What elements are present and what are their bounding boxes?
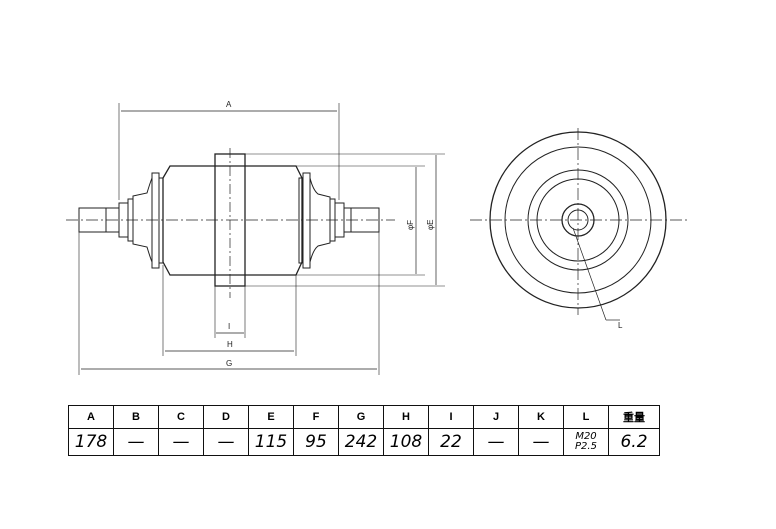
roller-body [162, 165, 303, 276]
header-k: K [518, 405, 564, 429]
value-c: — [158, 428, 204, 456]
dim-label-l: L [618, 321, 623, 330]
value-a: 178 [68, 428, 114, 456]
side-view: L [470, 128, 688, 330]
dim-label-h: H [227, 340, 233, 349]
value-weight: 6.2 [608, 428, 660, 456]
right-flange [302, 172, 311, 269]
header-d: D [203, 405, 249, 429]
value-e: 115 [248, 428, 294, 456]
header-a: A [68, 405, 114, 429]
dim-label-i: I [228, 322, 230, 331]
value-d: — [203, 428, 249, 456]
center-flange [214, 153, 246, 287]
dim-label-phi-e: φE [426, 219, 435, 230]
value-h: 108 [383, 428, 429, 456]
left-flange [151, 172, 160, 269]
value-b: — [113, 428, 159, 456]
header-i: I [428, 405, 474, 429]
right-shaft [343, 207, 380, 233]
value-i: 22 [428, 428, 474, 456]
header-c: C [158, 405, 204, 429]
dimension-table: A B C D E F G H I J K L 重量 178 — — — 115… [68, 405, 660, 456]
header-e: E [248, 405, 294, 429]
header-g: G [338, 405, 384, 429]
value-g: 242 [338, 428, 384, 456]
dim-label-phi-f: φF [406, 220, 415, 230]
header-h: H [383, 405, 429, 429]
dim-label-g: G [226, 359, 232, 368]
value-j: — [473, 428, 519, 456]
value-l-line1: M20 [575, 431, 597, 442]
header-l: L [563, 405, 609, 429]
value-k: — [518, 428, 564, 456]
header-j: J [473, 405, 519, 429]
dim-label-a: A [226, 100, 232, 109]
header-weight: 重量 [608, 405, 660, 429]
header-b: B [113, 405, 159, 429]
table-header-row: A B C D E F G H I J K L 重量 [68, 405, 660, 429]
value-l-line2: P2.5 [575, 441, 597, 452]
value-f: 95 [293, 428, 339, 456]
header-f: F [293, 405, 339, 429]
